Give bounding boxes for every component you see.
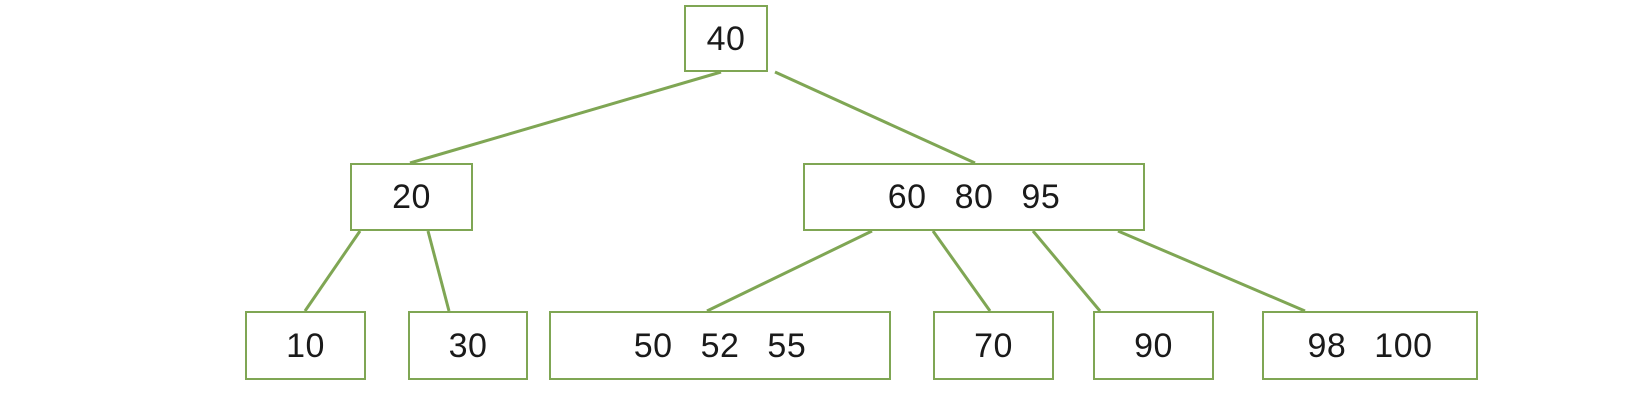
edge-root-right (774, 70, 976, 165)
btree-node-internal-right[interactable]: 60 80 95 (803, 163, 1145, 231)
btree-node-leaf-10[interactable]: 10 (245, 311, 366, 380)
node-key-value: 50 (633, 326, 673, 365)
edge-right-70 (931, 230, 992, 312)
edge-right-50 (706, 229, 873, 313)
node-key-list: 50 52 55 (634, 329, 806, 363)
btree-node-leaf-50-52-55[interactable]: 50 52 55 (549, 311, 891, 380)
node-key-value: 95 (1021, 178, 1061, 216)
node-key-value: 70 (974, 326, 1013, 365)
node-key-value: 10 (286, 326, 325, 365)
node-key-list: 98 100 (1307, 329, 1432, 363)
edge-root-left (409, 70, 722, 165)
btree-node-leaf-98-100[interactable]: 98 100 (1262, 311, 1478, 380)
btree-node-leaf-30[interactable]: 30 (408, 311, 528, 380)
edge-right-98 (1117, 229, 1306, 313)
node-key-value: 52 (700, 326, 740, 365)
edge-right-90 (1031, 230, 1102, 312)
node-key-value: 100 (1374, 326, 1433, 365)
btree-node-leaf-70[interactable]: 70 (933, 311, 1054, 380)
node-key-value: 20 (392, 178, 431, 216)
node-key-value: 80 (954, 178, 994, 216)
btree-node-root[interactable]: 40 (684, 5, 768, 72)
edge-left-30 (426, 230, 451, 312)
node-key-list: 90 (1134, 329, 1173, 363)
node-key-value: 55 (767, 326, 807, 365)
node-key-value: 30 (448, 326, 488, 365)
node-key-list: 70 (974, 329, 1013, 363)
node-key-list: 60 80 95 (888, 180, 1060, 214)
node-key-list: 40 (707, 22, 746, 56)
node-key-value: 90 (1134, 326, 1173, 365)
btree-node-leaf-90[interactable]: 90 (1093, 311, 1214, 380)
node-key-value: 60 (887, 178, 927, 216)
node-key-list: 30 (449, 329, 488, 363)
node-key-list: 10 (286, 329, 325, 363)
node-key-list: 20 (392, 180, 431, 214)
node-key-value: 40 (706, 19, 746, 58)
node-key-value: 98 (1307, 326, 1347, 365)
btree-node-internal-left[interactable]: 20 (350, 163, 473, 231)
edge-left-10 (303, 230, 362, 312)
